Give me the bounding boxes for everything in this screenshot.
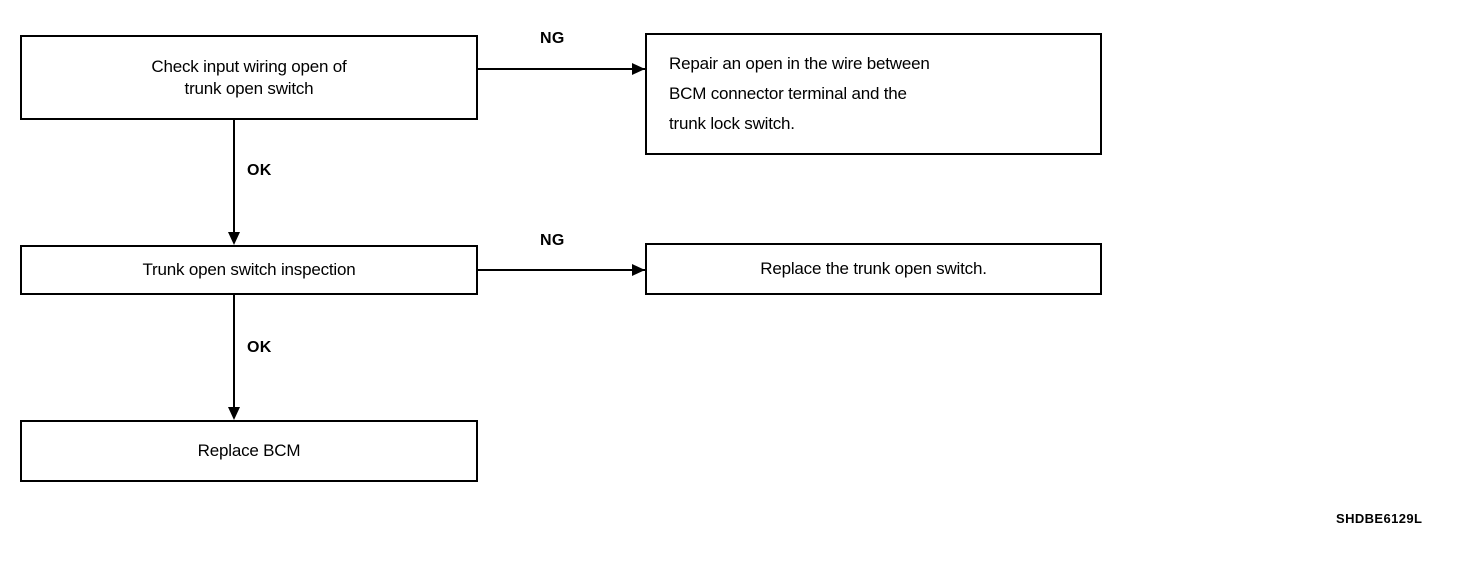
figure-reference-code: SHDBE6129L [1336, 511, 1423, 526]
edge-label-ok-1: OK [247, 162, 272, 179]
connector-ng-1-arrowhead-icon [632, 63, 645, 75]
connector-ng-2-line [478, 269, 645, 271]
connector-ok-2-arrowhead-icon [228, 407, 240, 420]
flow-node-trunk-switch-inspection[interactable]: Trunk open switch inspection [20, 245, 478, 295]
edge-label-ok-2: OK [247, 339, 272, 356]
edge-label-ng-1: NG [540, 30, 565, 47]
flow-node-repair-open-wire-label: Repair an open in the wire between BCM c… [669, 54, 930, 133]
flow-node-replace-bcm-label: Replace BCM [197, 441, 301, 460]
connector-ng-1-line [478, 68, 645, 70]
flow-node-replace-trunk-switch-label: Replace the trunk open switch. [760, 259, 987, 278]
connector-ok-1-line [233, 120, 235, 232]
connector-ok-2-line [233, 295, 235, 407]
flow-node-repair-open-wire[interactable]: Repair an open in the wire between BCM c… [645, 33, 1102, 155]
connector-ng-2-arrowhead-icon [632, 264, 645, 276]
flow-node-replace-trunk-switch[interactable]: Replace the trunk open switch. [645, 243, 1102, 295]
edge-label-ng-2: NG [540, 232, 565, 249]
flow-node-check-input-wiring[interactable]: Check input wiring open of trunk open sw… [20, 35, 478, 120]
flow-node-check-input-wiring-label: Check input wiring open of trunk open sw… [151, 56, 347, 98]
connector-ok-1-arrowhead-icon [228, 232, 240, 245]
flow-node-replace-bcm[interactable]: Replace BCM [20, 420, 478, 482]
flow-node-trunk-switch-inspection-label: Trunk open switch inspection [142, 260, 356, 279]
